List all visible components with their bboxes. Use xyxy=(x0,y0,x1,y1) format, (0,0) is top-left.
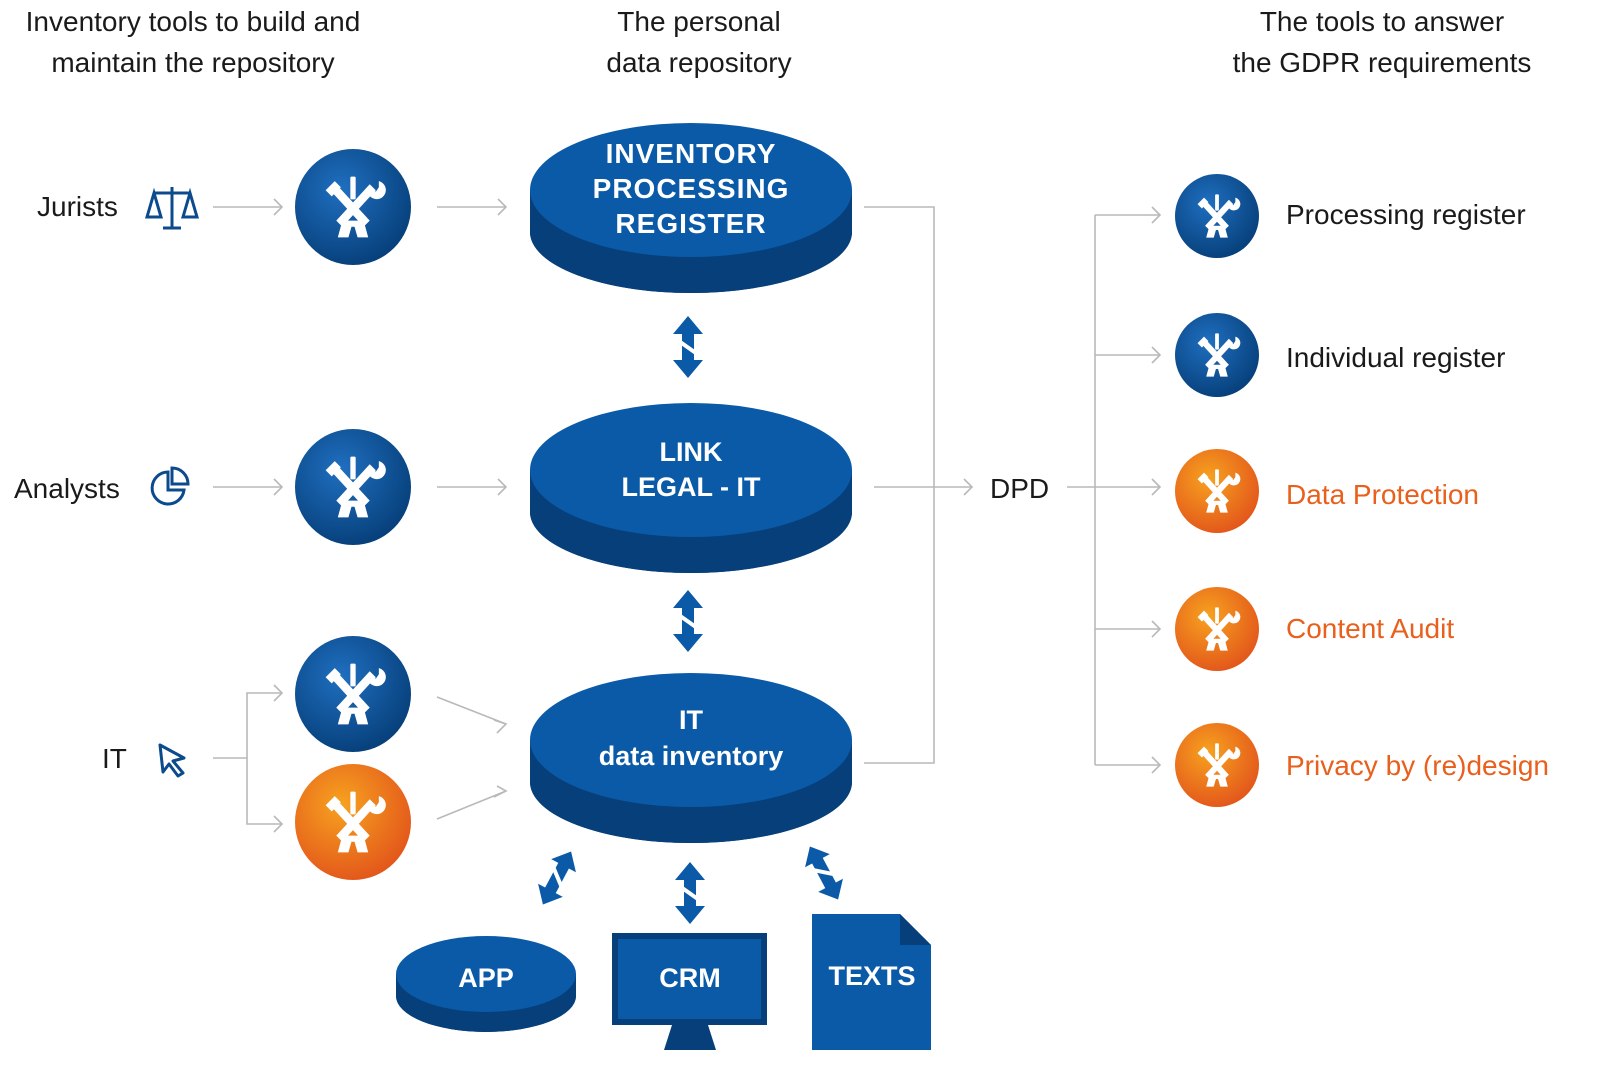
output-label: Privacy by (re)design xyxy=(1286,750,1549,781)
header-left-line1: Inventory tools to build and xyxy=(26,6,361,37)
actor-it: IT xyxy=(102,743,127,774)
source-texts: TEXTS xyxy=(812,914,931,1050)
cylinder-link: LINK LEGAL - IT xyxy=(530,403,852,573)
sync-arrow-2 xyxy=(673,590,703,652)
link-line2: LEGAL - IT xyxy=(622,472,762,502)
header-right-line2: the GDPR requirements xyxy=(1233,47,1532,78)
header-left-line2: maintain the repository xyxy=(51,47,334,78)
source-app-label: APP xyxy=(458,963,514,993)
cursor-icon xyxy=(158,743,186,778)
source-texts-label: TEXTS xyxy=(828,961,915,991)
pie-chart-icon xyxy=(150,466,190,506)
register-line3: REGISTER xyxy=(615,208,766,239)
source-crm: CRM xyxy=(612,933,767,1050)
header-left: Inventory tools to build and maintain th… xyxy=(26,6,361,78)
tool-icon-analysts xyxy=(295,429,411,545)
output-label: Data Protection xyxy=(1286,479,1479,510)
output-privacy-by-redesign: Privacy by (re)design xyxy=(1175,723,1549,807)
inventory-line2: data inventory xyxy=(599,741,784,771)
output-individual-register: Individual register xyxy=(1175,313,1505,397)
output-data-protection: Data Protection xyxy=(1175,449,1479,533)
output-content-audit: Content Audit xyxy=(1175,587,1454,671)
cylinder-it-inventory: IT data inventory xyxy=(530,673,852,843)
link-line1: LINK xyxy=(660,437,723,467)
register-line2: PROCESSING xyxy=(593,173,790,204)
output-label: Content Audit xyxy=(1286,613,1454,644)
sync-arrow-1 xyxy=(673,316,703,378)
tool-icon-it-orange xyxy=(295,764,411,880)
register-line1: INVENTORY xyxy=(606,138,777,169)
tool-icon-jurists xyxy=(295,149,411,265)
source-crm-label: CRM xyxy=(659,963,721,993)
sync-arrow-texts xyxy=(805,846,843,900)
dpd-label: DPD xyxy=(990,473,1049,504)
output-label: Processing register xyxy=(1286,199,1526,230)
sync-arrow-crm xyxy=(675,862,705,924)
connectors-right xyxy=(864,206,1162,774)
scales-icon xyxy=(145,187,199,230)
output-label: Individual register xyxy=(1286,342,1505,373)
inventory-line1: IT xyxy=(679,705,704,735)
actor-jurists: Jurists xyxy=(37,191,118,222)
source-app: APP xyxy=(396,936,576,1032)
output-processing-register: Processing register xyxy=(1175,174,1526,258)
cylinder-register: INVENTORY PROCESSING REGISTER xyxy=(530,123,852,293)
sync-arrow-app xyxy=(538,851,576,905)
tool-icon-it-blue xyxy=(295,636,411,752)
connectors-left xyxy=(213,198,508,833)
actor-analysts: Analysts xyxy=(14,473,120,504)
header-center-line1: The personal xyxy=(617,6,780,37)
header-center: The personal data repository xyxy=(606,6,791,78)
header-right: The tools to answer the GDPR requirement… xyxy=(1233,6,1532,78)
header-right-line1: The tools to answer xyxy=(1260,6,1504,37)
header-center-line2: data repository xyxy=(606,47,791,78)
